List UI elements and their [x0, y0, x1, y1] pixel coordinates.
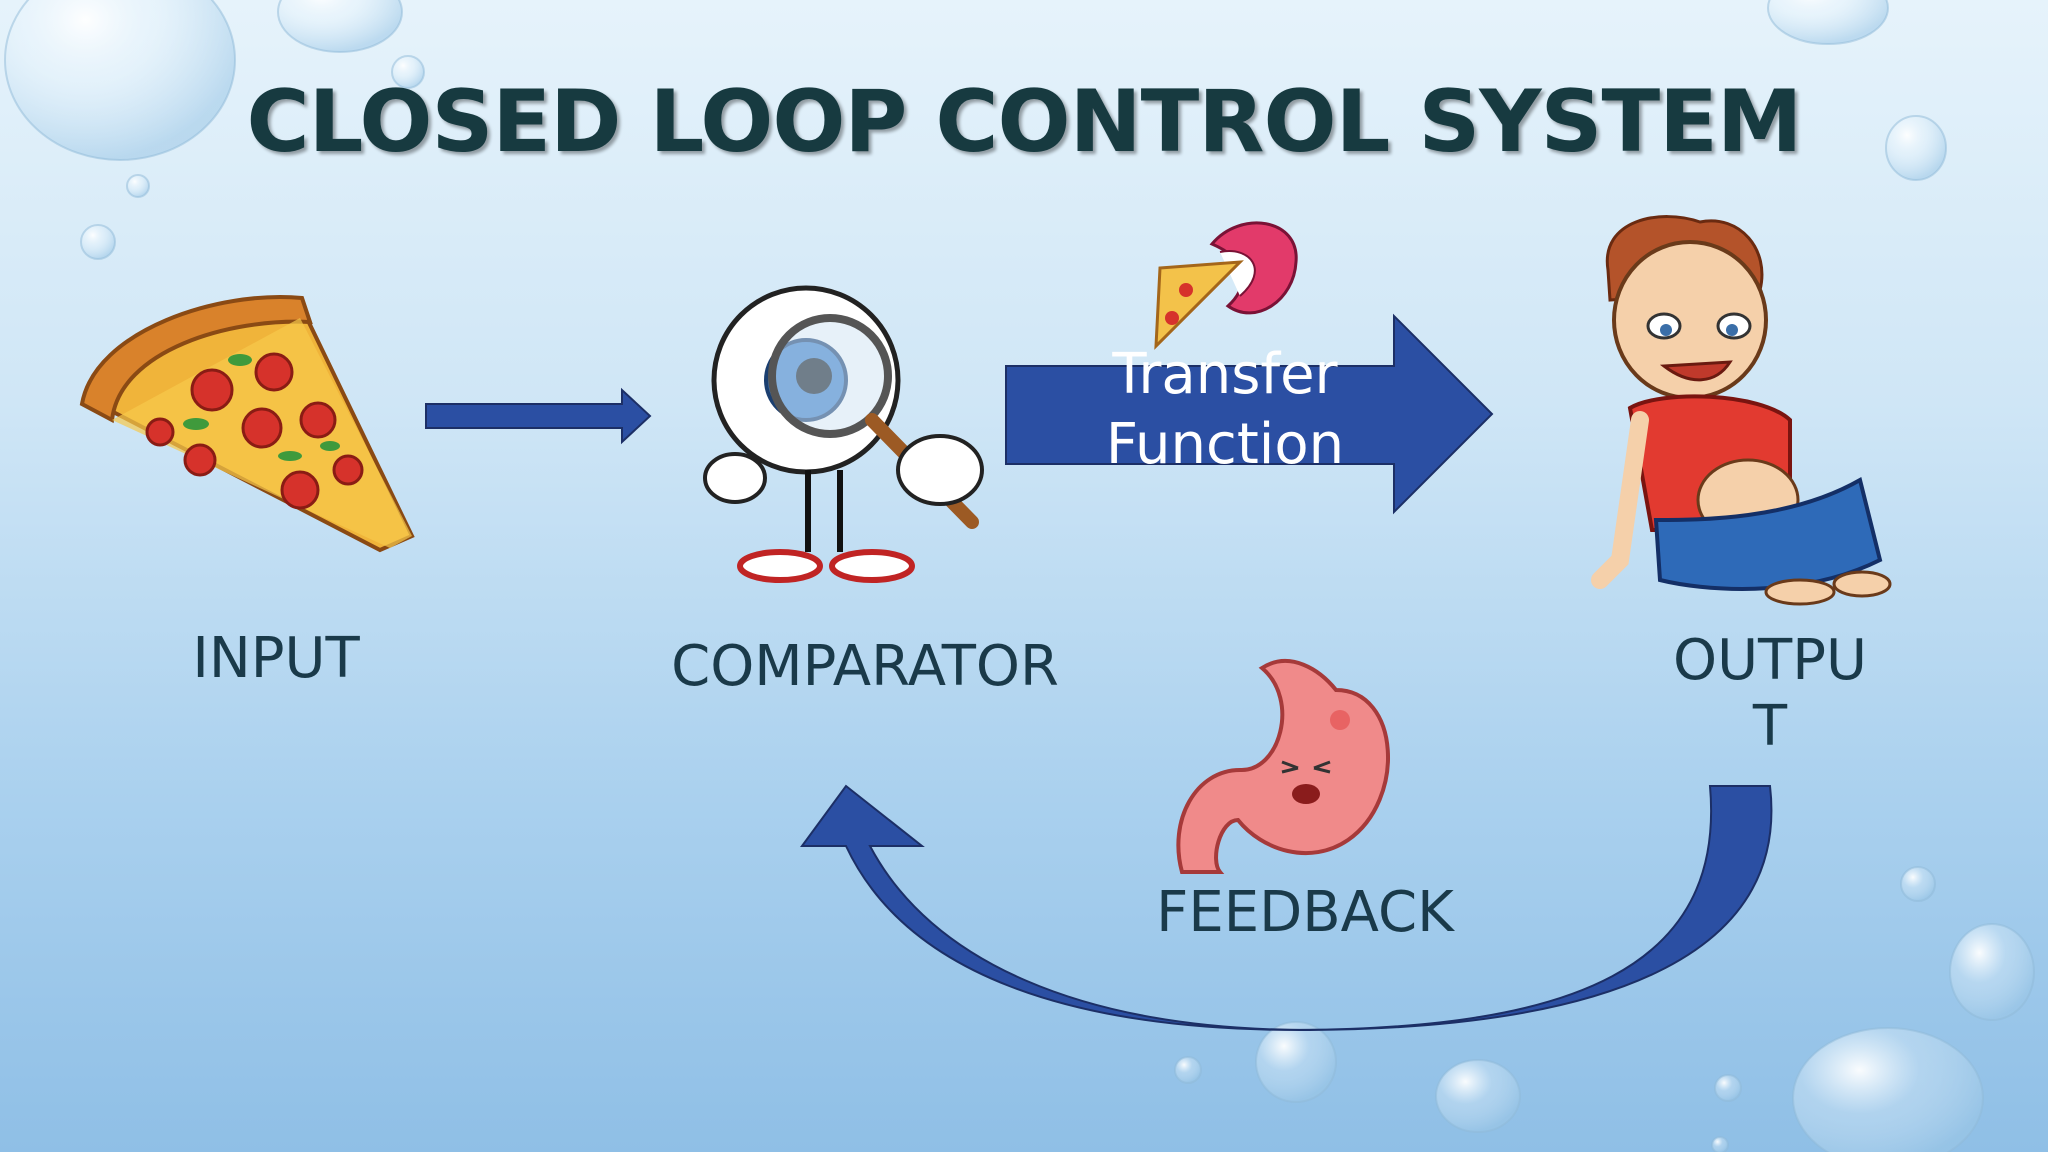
output-label-line-2: T — [1752, 694, 1788, 759]
slide-title: CLOSED LOOP CONTROL SYSTEM — [246, 72, 1803, 172]
feedback-label: FEEDBACK — [1156, 880, 1454, 945]
transfer-function-line-1: Transfer — [1112, 342, 1338, 407]
comparator-label: COMPARATOR — [671, 634, 1059, 699]
transfer-function-line-2: Function — [1105, 412, 1345, 477]
input-label: INPUT — [192, 626, 360, 691]
output-label: OUTPU T — [1660, 628, 1880, 760]
feedback-arrow — [800, 784, 1773, 1032]
transfer-function-label: Transfer Function — [1060, 340, 1390, 480]
input-to-comparator-arrow — [425, 387, 652, 445]
transfer-function-arrow — [1005, 313, 1494, 515]
output-label-line-1: OUTPU — [1672, 628, 1868, 693]
